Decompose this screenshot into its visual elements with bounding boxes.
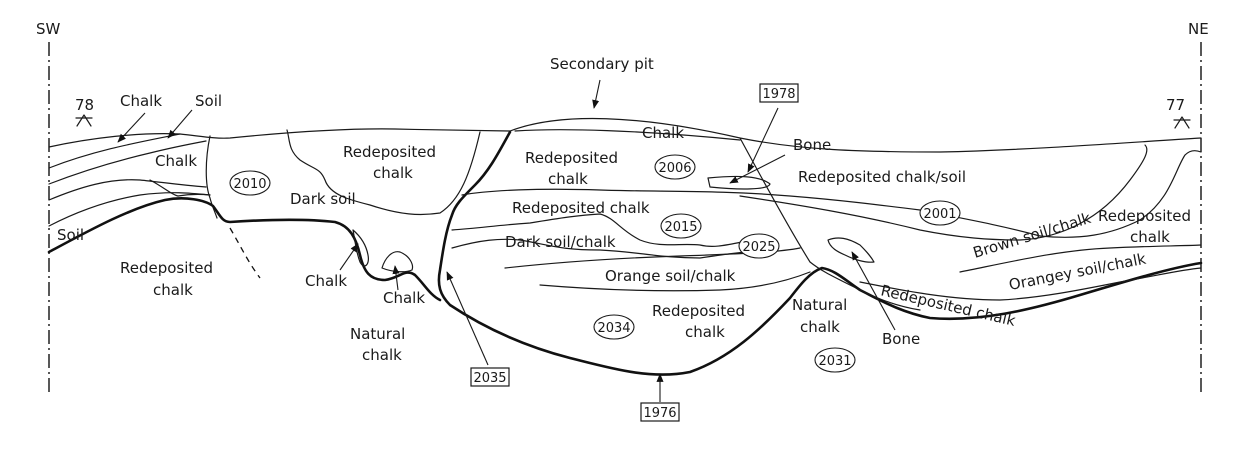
- context-2010: 2010: [229, 170, 271, 196]
- svg-text:1978: 1978: [762, 87, 795, 102]
- cut-1976: [437, 130, 1203, 376]
- label-redep-pit-2: chalk: [373, 164, 413, 182]
- arrow-chalk-1: [339, 243, 359, 271]
- svg-text:2001: 2001: [923, 207, 956, 222]
- label-natural-left-2: chalk: [362, 346, 402, 364]
- left-layer-6: [177, 193, 211, 197]
- arrow-1978: [747, 107, 779, 173]
- left-layer-3: [48, 179, 207, 201]
- context-2034: 2034: [593, 314, 635, 340]
- layer-brown-soil: [1039, 150, 1202, 238]
- context-2025: 2025: [738, 233, 780, 259]
- section-point-77-marker: [1173, 116, 1191, 129]
- svg-text:2006: 2006: [658, 161, 691, 176]
- context-2001: 2001: [919, 200, 961, 226]
- svg-text:2034: 2034: [597, 321, 630, 336]
- layer-orangey-base: [859, 267, 1202, 301]
- left-layer-2: [48, 140, 207, 185]
- context-2031: 2031: [814, 347, 856, 373]
- label-chalk-top: Chalk: [120, 92, 162, 110]
- label-redep-right-2: chalk: [1130, 228, 1170, 246]
- label-natural-left-1: Natural: [350, 325, 405, 343]
- label-chalk-small-1: Chalk: [305, 272, 347, 290]
- cut-1976: 1976: [640, 402, 680, 422]
- layer-orange-base: [539, 271, 811, 292]
- label-soil-top: Soil: [195, 92, 222, 110]
- label-redep-2034-2: chalk: [685, 323, 725, 341]
- arrow-soil-top: [167, 109, 193, 139]
- label-secondary-pit: Secondary pit: [550, 55, 654, 73]
- context-2015: 2015: [660, 213, 702, 239]
- label-chalk-mid-top: Chalk: [642, 124, 684, 142]
- svg-text:2015: 2015: [664, 220, 697, 235]
- label-chalk-small-2: Chalk: [383, 289, 425, 307]
- label-brown-soil-chalk: Brown soil/chalk: [971, 209, 1093, 262]
- label-redep-right-1: Redeposited: [1098, 207, 1191, 225]
- arrow-2035: [446, 271, 489, 366]
- left-layer-5: [149, 179, 179, 197]
- cut-dashed: [229, 227, 261, 279]
- bone-lens-lower: [827, 237, 875, 263]
- left-layer-4: [48, 192, 211, 227]
- svg-text:2025: 2025: [742, 240, 775, 255]
- label-redep-2034-1: Redeposited: [652, 302, 745, 320]
- layer-orangey-top: [959, 244, 1202, 273]
- label-orangey-soil-chalk: Orangey soil/chalk: [1007, 250, 1147, 294]
- arrow-bone-bottom: [851, 251, 896, 331]
- layer-2001-base: [739, 144, 1148, 241]
- arrow-chalk-2: [392, 265, 400, 291]
- cut-2010-wall: [205, 135, 218, 219]
- cut-main-left: [47, 197, 442, 302]
- left-layer-1: [48, 133, 181, 169]
- chalk-upper: [514, 129, 741, 141]
- label-redep-left-1: Redeposited: [120, 259, 213, 277]
- svg-text:1976: 1976: [643, 406, 676, 421]
- section-point-78: 78: [75, 96, 94, 114]
- arrow-chalk-top: [117, 112, 146, 143]
- svg-text:2010: 2010: [233, 177, 266, 192]
- chalk-lens-2: [381, 251, 414, 273]
- label-orange-soil-chalk: Orange soil/chalk: [605, 267, 736, 285]
- label-redep-2006-2: chalk: [548, 170, 588, 188]
- layer-dark-soil-base: [451, 238, 771, 259]
- svg-text:2035: 2035: [473, 371, 506, 386]
- label-redep-2006-1: Redeposited: [525, 149, 618, 167]
- label-redep-chalk-soil: Redeposited chalk/soil: [798, 168, 966, 186]
- label-redep-pit-1: Redeposited: [343, 143, 436, 161]
- label-redep-2015: Redeposited chalk: [512, 199, 650, 217]
- label-chalk-left: Chalk: [155, 152, 197, 170]
- label-bone-bottom: Bone: [882, 330, 920, 348]
- label-bone-top: Bone: [793, 136, 831, 154]
- ground-surface: [48, 117, 1202, 153]
- label-dark-soil-chalk: Dark soil/chalk: [505, 233, 616, 251]
- sw-label: SW: [36, 20, 61, 38]
- arrow-bone-top: [729, 154, 786, 184]
- section-point-77: 77: [1166, 96, 1185, 114]
- label-soil-left: Soil: [57, 226, 84, 244]
- ne-label: NE: [1188, 20, 1209, 38]
- chalk-2006-wall: [739, 137, 921, 311]
- label-natural-right-2: chalk: [800, 318, 840, 336]
- label-redep-left-2: chalk: [153, 281, 193, 299]
- cut-2035: 2035: [470, 367, 510, 387]
- label-natural-right-1: Natural: [792, 296, 847, 314]
- arrow-secondary-pit: [592, 79, 601, 109]
- svg-text:2031: 2031: [818, 354, 851, 369]
- cut-2010-inner: [286, 129, 481, 216]
- cut-1978: 1978: [759, 83, 799, 103]
- label-dark-soil: Dark soil: [290, 190, 356, 208]
- section-point-78-marker: [75, 114, 93, 127]
- context-2006: 2006: [654, 154, 696, 180]
- layer-2015-base: [451, 213, 771, 247]
